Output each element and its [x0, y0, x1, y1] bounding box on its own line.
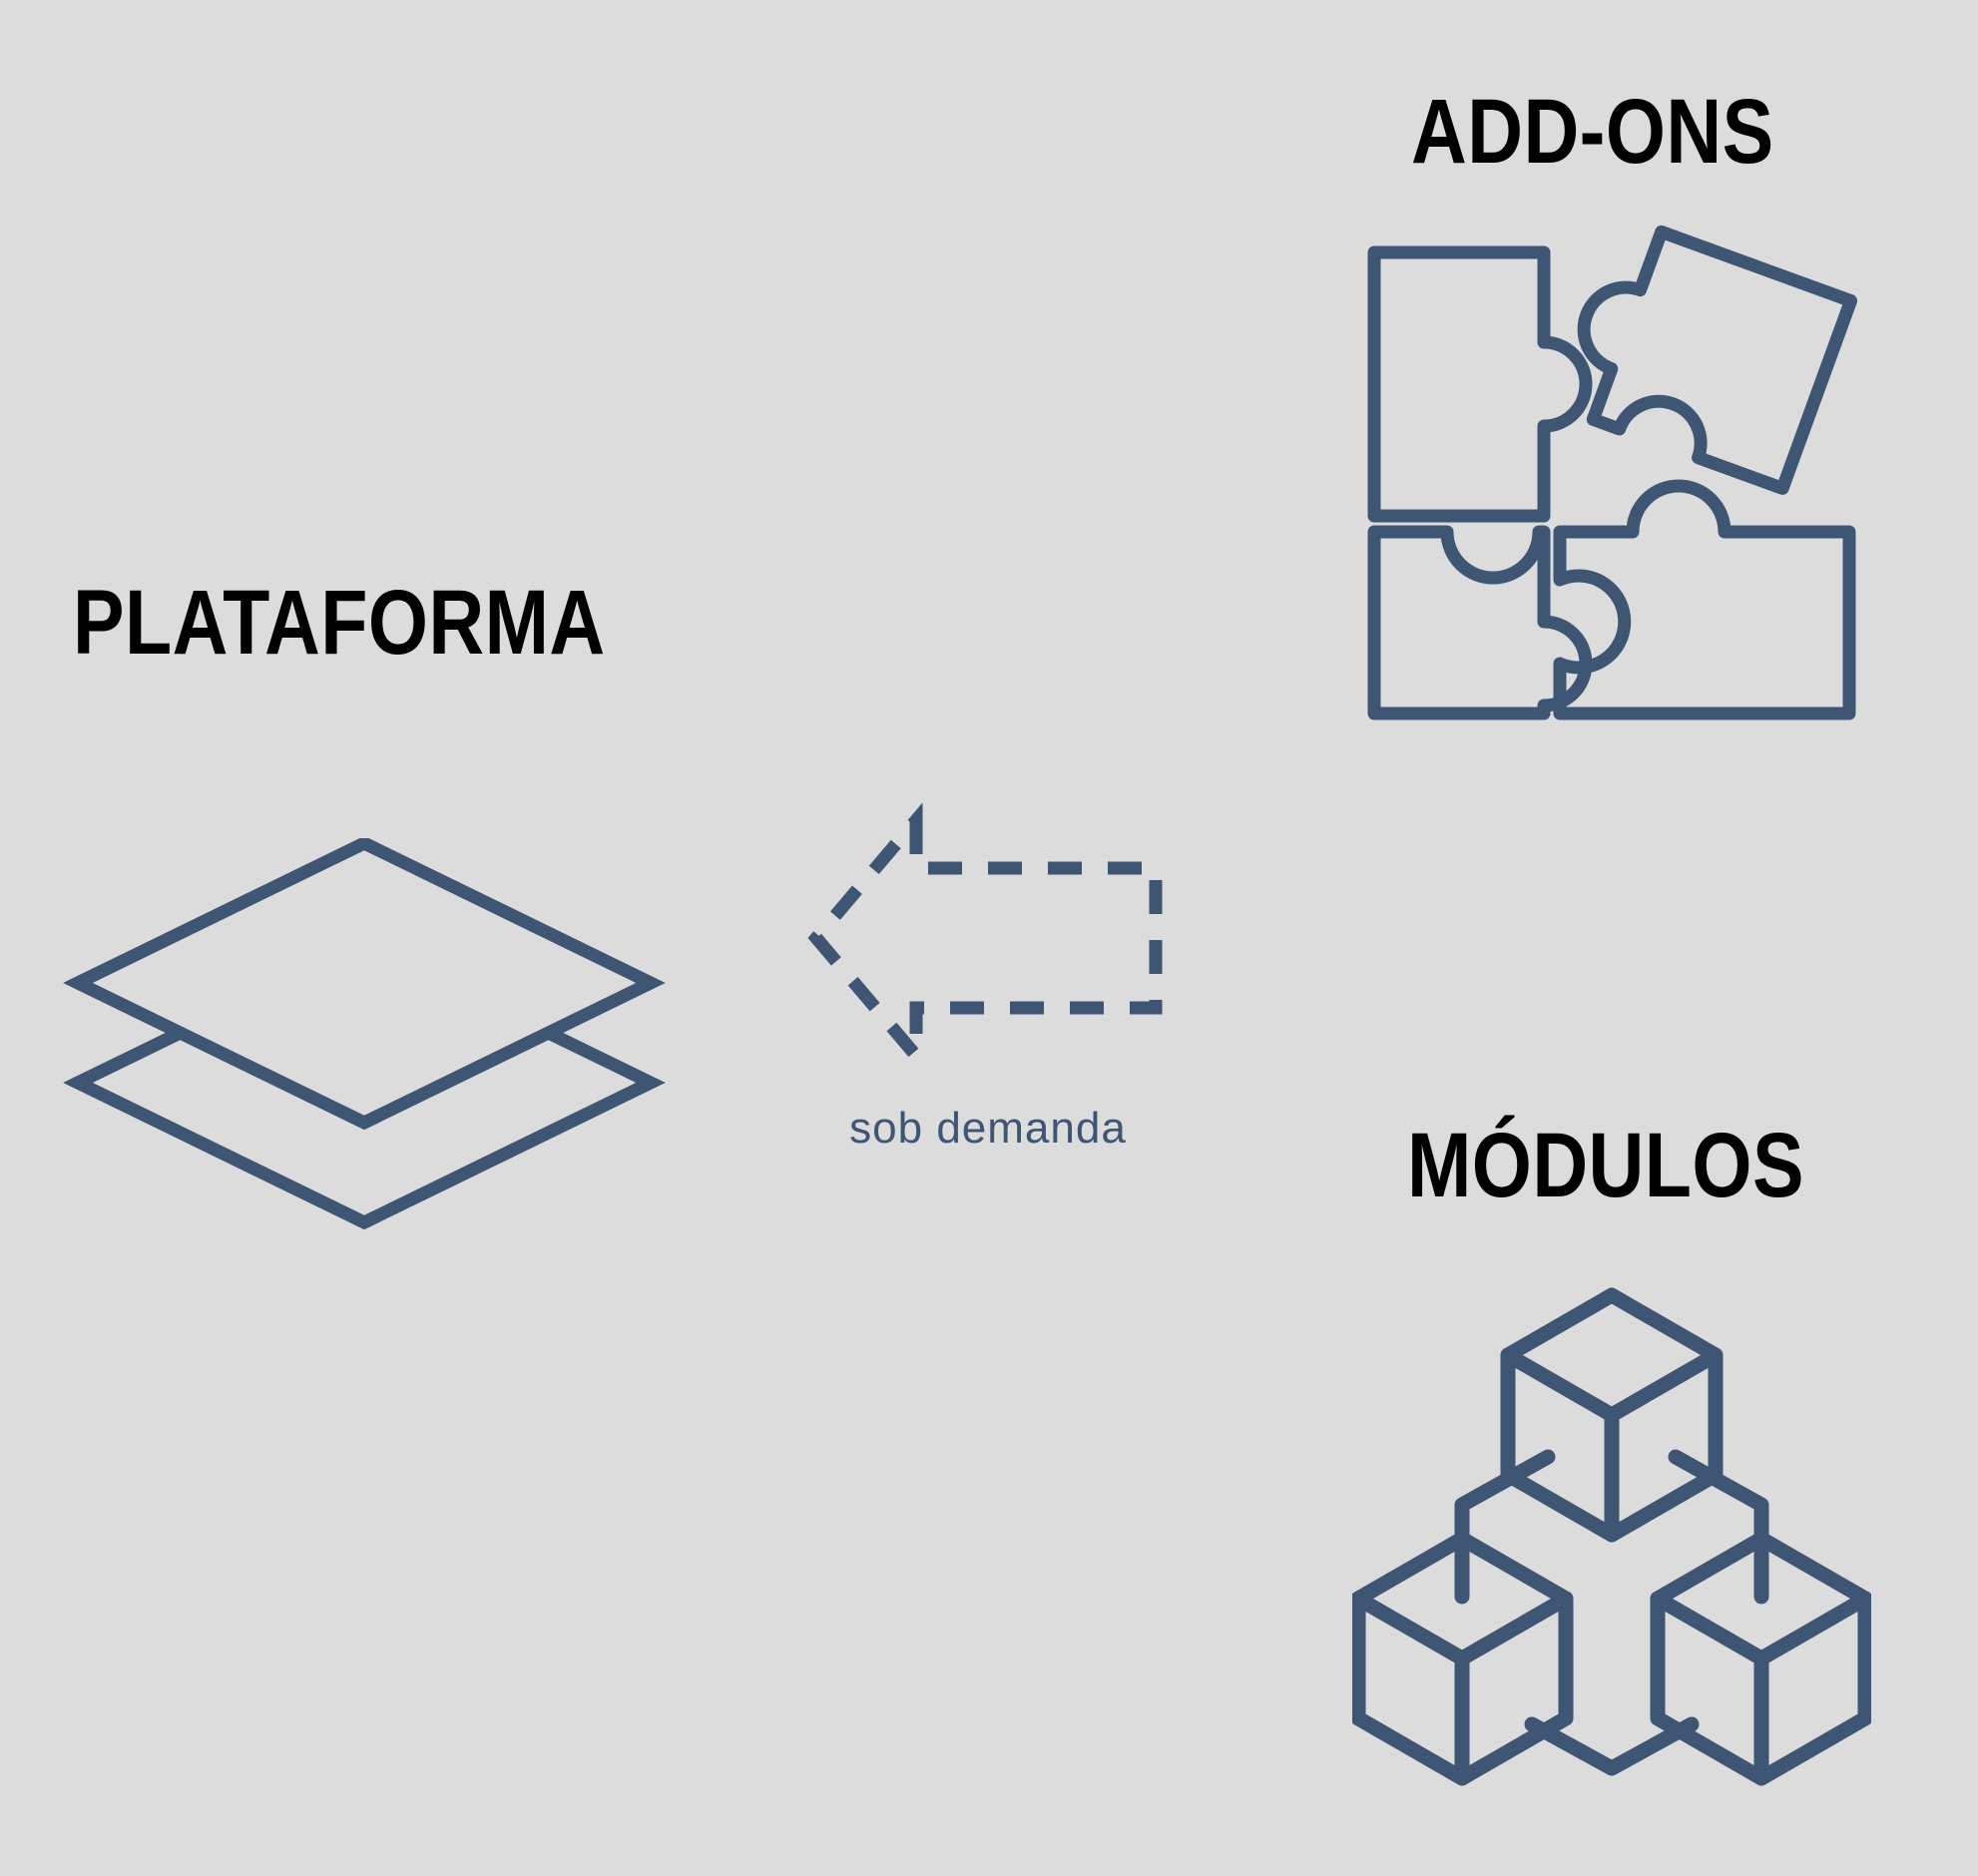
puzzle-icon — [1367, 225, 1858, 720]
puzzle-piece-top-left — [1367, 245, 1593, 523]
heading-modulos: MÓDULOS — [1407, 1115, 1804, 1216]
cube-top — [1500, 1287, 1724, 1543]
cubes-icon — [1352, 1287, 1871, 1786]
cube-connector-bottom — [1524, 1716, 1700, 1776]
puzzle-piece-bottom-right — [1553, 479, 1856, 720]
layers-upper-plate — [63, 838, 666, 1131]
cube-bottom-right — [1650, 1531, 1871, 1786]
dashed-left-arrow-icon — [807, 802, 1163, 1074]
layers-icon — [63, 838, 666, 1230]
puzzle-piece-bottom-left — [1367, 525, 1593, 720]
cube-bottom-left — [1352, 1531, 1574, 1786]
puzzle-piece-top-right — [1577, 225, 1858, 495]
arrow-outline — [807, 802, 1163, 1074]
heading-plataforma: PLATAFORMA — [73, 572, 606, 674]
arrow-caption: sob demanda — [849, 1104, 1127, 1153]
heading-addons: ADD-ONS — [1411, 81, 1774, 183]
